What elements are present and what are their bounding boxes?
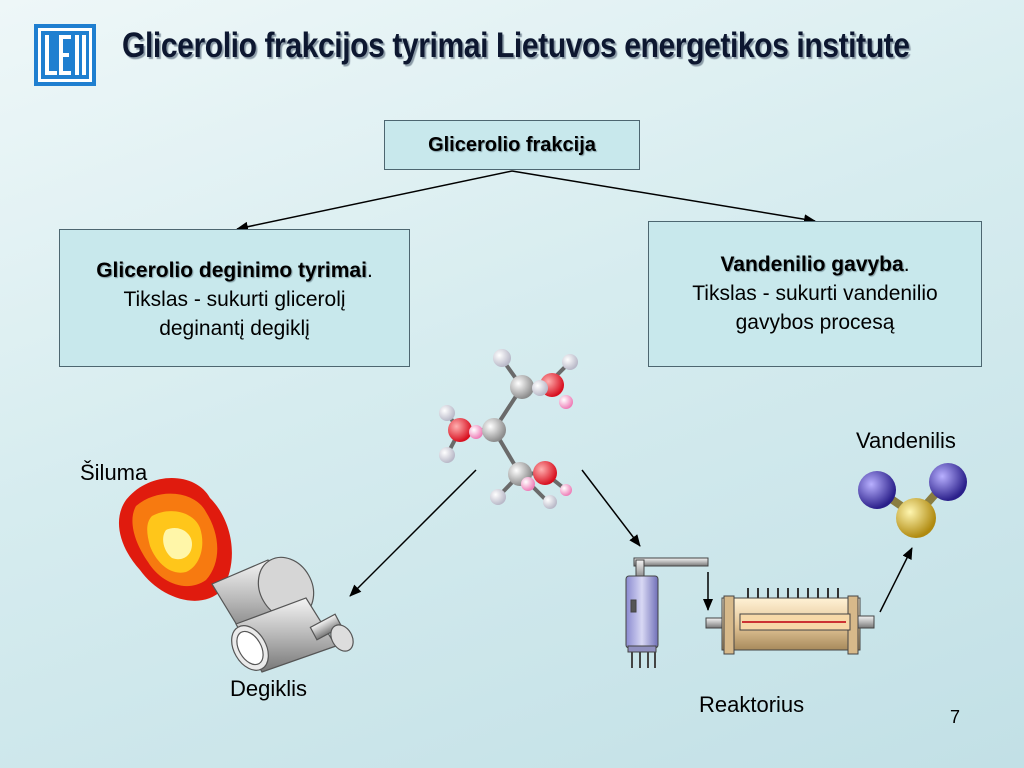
page-title: Glicerolio frakcijos tyrimai Lietuvos en… (122, 26, 910, 65)
reactor-icon (625, 557, 875, 668)
combustion-research-box: Glicerolio deginimo tyrimai. Tikslas - s… (59, 229, 410, 367)
combustion-goal-line-1: Tikslas - sukurti glicerolį (123, 288, 346, 311)
hydrogen-production-box: Vandenilio gavyba. Tikslas - sukurti van… (648, 221, 982, 367)
root-node-label: Glicerolio frakcija (428, 134, 596, 156)
heat-label: Šiluma (80, 460, 148, 485)
flow-arrows (236, 170, 913, 613)
hydrogen-label: Vandenilis (856, 428, 956, 453)
hydrogen-goal-line-1: Tikslas - sukurti vandenilio (692, 282, 938, 305)
combustion-title: Glicerolio deginimo tyrimai (96, 259, 367, 282)
reactor-label: Reaktorius (699, 692, 805, 717)
hydrogen-molecule-icon (858, 463, 967, 538)
root-node-box: Glicerolio frakcija (384, 120, 640, 170)
hydrogen-goal-line-2: gavybos procesą (735, 311, 895, 334)
combustion-title-line: Glicerolio deginimo tyrimai. (60, 256, 409, 285)
lei-logo-icon (34, 24, 96, 86)
hydrogen-title-line: Vandenilio gavyba. (649, 250, 981, 279)
page-number: 7 (950, 707, 961, 727)
burner-label: Degiklis (230, 676, 308, 701)
hydrogen-title-suffix: . (903, 253, 910, 276)
combustion-goal-line-2: deginantį degiklį (159, 317, 310, 340)
burner-icon (211, 556, 354, 673)
flame-icon (118, 478, 232, 601)
hydrogen-title: Vandenilio gavyba (720, 253, 904, 276)
combustion-title-suffix: . (366, 259, 373, 282)
